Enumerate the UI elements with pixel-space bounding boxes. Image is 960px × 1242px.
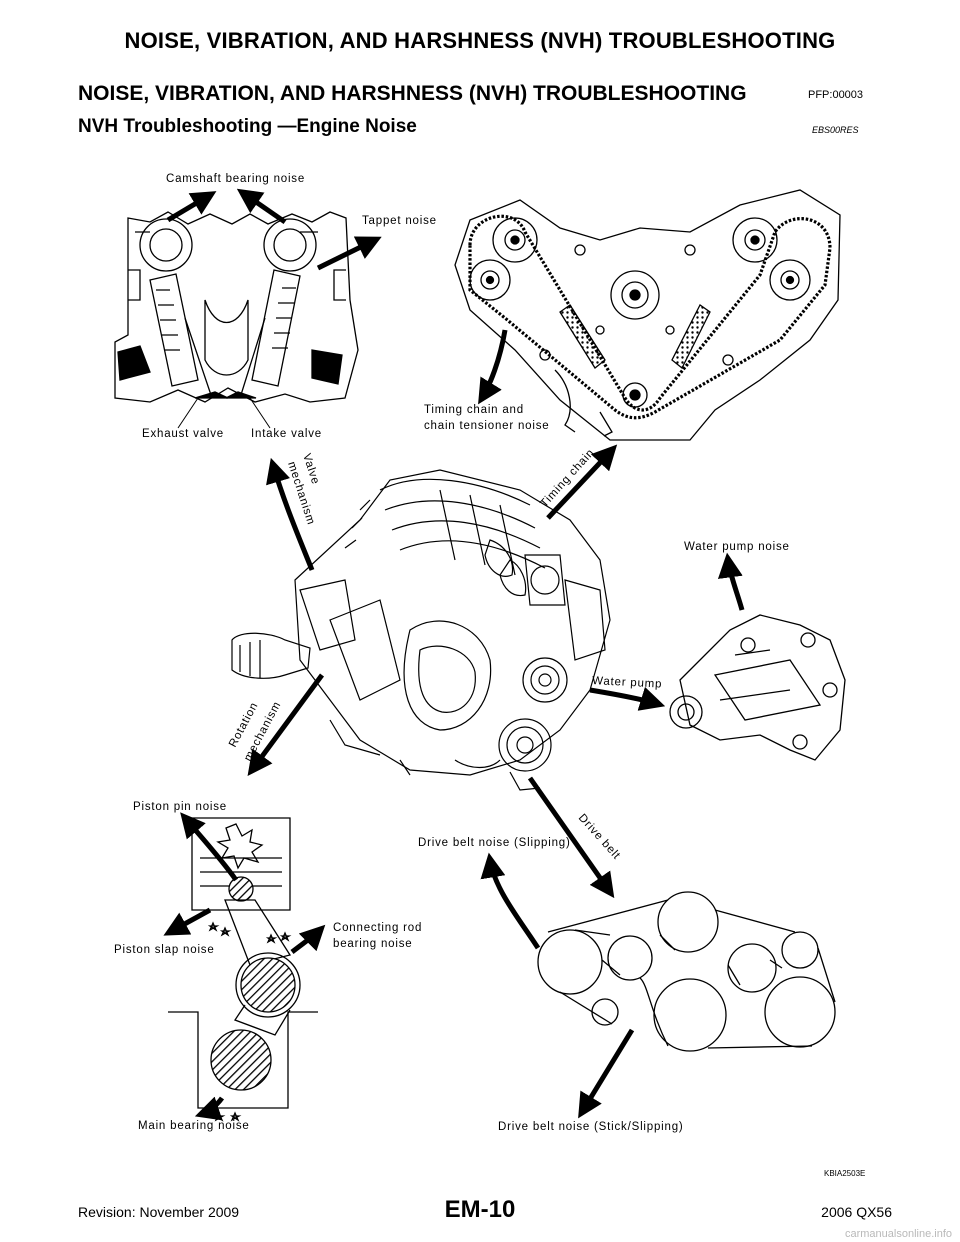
- leader-lines: [177, 397, 271, 429]
- label-water-pump-noise: Water pump noise: [684, 541, 790, 553]
- label-intake-valve: Intake valve: [251, 428, 322, 440]
- label-connecting-rod-line2: bearing noise: [333, 938, 412, 950]
- arrow-camshaft-right: [236, 188, 287, 225]
- arrow-connecting-rod: [290, 924, 326, 954]
- callout-arrows: [163, 188, 745, 1121]
- arrow-drive-belt-stick: [578, 1028, 635, 1119]
- engine-block-drawing: [231, 469, 611, 791]
- arrow-piston-slap: [163, 907, 212, 936]
- page-number: EM-10: [444, 1196, 516, 1223]
- label-timing-chain-noise-line2: chain tensioner noise: [424, 420, 549, 432]
- label-tappet-noise: Tappet noise: [362, 215, 437, 227]
- arrow-water-pump: [589, 686, 666, 711]
- figure-code: KBIA2503E: [824, 1169, 865, 1178]
- piston-drawing: [168, 817, 318, 1122]
- arrow-timing-chain: [546, 444, 618, 520]
- arrow-main-bearing: [194, 1096, 225, 1121]
- water-pump-drawing: [669, 614, 846, 761]
- section-code: PFP:00003: [808, 89, 864, 101]
- subsection-code: EBS00RES: [812, 125, 859, 135]
- label-connecting-rod-line1: Connecting rod: [333, 922, 422, 934]
- label-exhaust-valve: Exhaust valve: [142, 428, 224, 440]
- arrow-tappet: [316, 236, 382, 271]
- drive-belt-drawing: [537, 891, 836, 1052]
- footer-model: 2006 QX56: [821, 1204, 892, 1220]
- watermark: carmanualsonline.info: [844, 1228, 952, 1240]
- arrow-timing-chain-noise: [478, 329, 508, 405]
- footer-revision: Revision: November 2009: [78, 1204, 240, 1220]
- label-drive-belt-stick: Drive belt noise (Stick/Slipping): [498, 1121, 684, 1133]
- arrow-drive-belt-slipping: [480, 852, 541, 950]
- arrow-valve-mechanism: [266, 457, 315, 571]
- label-piston-slap-noise: Piston slap noise: [114, 944, 215, 956]
- timing-chain-drawing: [454, 189, 841, 441]
- arrow-rotation-mechanism: [247, 673, 325, 777]
- label-camshaft-bearing-noise: Camshaft bearing noise: [166, 173, 305, 185]
- subsection-title: NVH Troubleshooting —Engine Noise: [78, 116, 417, 137]
- running-header: NOISE, VIBRATION, AND HARSHNESS (NVH) TR…: [124, 28, 836, 53]
- label-main-bearing-noise: Main bearing noise: [138, 1120, 250, 1132]
- label-water-pump: Water pump: [592, 675, 663, 691]
- label-timing-chain-noise-line1: Timing chain and: [424, 404, 524, 416]
- arrow-water-pump-noise: [717, 552, 745, 611]
- label-piston-pin-noise: Piston pin noise: [133, 801, 227, 813]
- arrow-piston-pin: [180, 812, 239, 882]
- arrow-drive-belt: [527, 776, 615, 899]
- figure-labels: Camshaft bearing noise Tappet noise Exha…: [114, 173, 865, 1178]
- arrow-camshaft-left: [166, 191, 217, 223]
- cylinder-head-drawing: [114, 211, 359, 403]
- label-drive-belt-slipping: Drive belt noise (Slipping): [418, 837, 571, 849]
- section-title: NOISE, VIBRATION, AND HARSHNESS (NVH) TR…: [78, 82, 747, 105]
